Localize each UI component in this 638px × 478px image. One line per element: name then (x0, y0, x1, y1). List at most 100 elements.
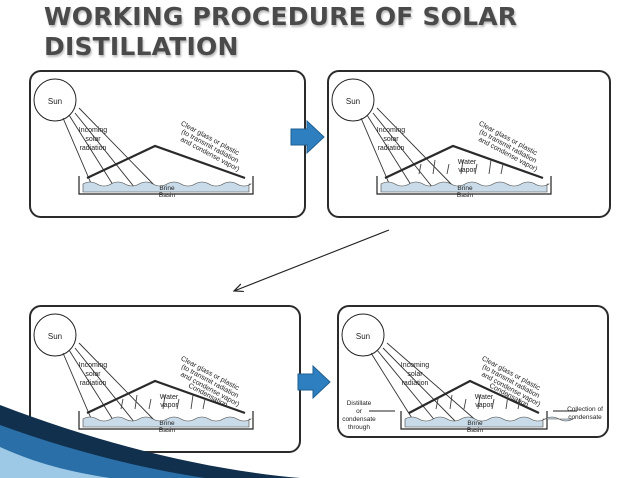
vapor-arrow (202, 398, 206, 410)
glass-cover (86, 379, 246, 415)
vapor-arrow (418, 163, 422, 175)
right-arrow-icon (297, 364, 331, 400)
vapor-arrow (134, 394, 138, 410)
collection-label: condensate (568, 414, 602, 421)
sun-label: Sun (48, 97, 62, 106)
brine-water (380, 181, 551, 193)
distillate-outlet-label: Distillate (347, 400, 372, 407)
basin-outline (78, 176, 254, 195)
still-diagram: SunIncomingsolarradiationBrineBasinClear… (331, 78, 552, 199)
sun-label: Sun (346, 97, 360, 106)
incoming-radiation-label: Incoming (79, 362, 108, 369)
slide-title-line-2: DISTILLATION (44, 32, 239, 61)
incoming-radiation-label: solar (85, 136, 101, 143)
diagonal-arrow (234, 229, 390, 291)
ribbon-mid-stripe (0, 425, 205, 478)
still-diagram: SunIncomingsolarradiationBrineBasinClear… (341, 313, 603, 434)
brine-water (404, 416, 575, 428)
incoming-radiation-label: Incoming (377, 127, 406, 134)
incoming-radiation-label: radiation (80, 145, 107, 152)
water-vapor-label: vapor (160, 402, 178, 409)
distillate-outlet-label: or (356, 408, 363, 415)
solar-ray (78, 107, 158, 189)
solar-ray (370, 352, 416, 424)
brine-basin-label: Basin (159, 427, 176, 434)
solar-ray (376, 107, 456, 189)
brine-basin-label: Brine (457, 185, 473, 192)
vapor-arrow (449, 394, 453, 410)
vapor-arrow (120, 398, 124, 410)
sun-label: Sun (48, 332, 62, 341)
solar-ray (386, 342, 480, 424)
vapor-arrow (505, 394, 509, 410)
solar-ray (78, 342, 158, 424)
solar-ray (376, 349, 438, 424)
brine-basin-label: Brine (159, 185, 175, 192)
vapor-arrow (176, 398, 180, 410)
basin-outline (78, 411, 254, 430)
incoming-radiation-label: solar (407, 371, 423, 378)
sun-label: Sun (356, 332, 370, 341)
still-diagram: SunIncomingsolarradiationBrineBasinClear… (33, 78, 254, 199)
vapor-arrow (491, 398, 495, 410)
solar-ray (372, 112, 434, 189)
glass-cover (86, 144, 246, 180)
vapor-arrow (460, 159, 464, 175)
vapor-arrow (162, 394, 166, 410)
water-vapor-label: vapor (458, 167, 476, 174)
vapor-arrow (148, 398, 152, 410)
brine-water (82, 416, 253, 428)
still-diagram: SunIncomingsolarradiationBrineBasinClear… (33, 313, 254, 434)
water-vapor-label: vapor (475, 402, 493, 409)
solar-ray (68, 349, 116, 424)
vapor-arrow (446, 163, 450, 175)
brine-basin-label: Brine (467, 420, 483, 427)
basin-outline (400, 411, 548, 430)
collection-label: Collection of (567, 406, 603, 413)
brine-basin-label: Basin (457, 192, 474, 199)
water-vapor-label: Water (160, 394, 179, 401)
vapor-arrow (500, 163, 504, 175)
basin-outline (376, 176, 552, 195)
solar-ray (74, 347, 136, 424)
vapor-arrow (435, 398, 439, 410)
sun-icon (33, 313, 77, 357)
glass-cover (408, 379, 540, 414)
vapor-arrow (517, 398, 521, 410)
incoming-radiation-label: Incoming (401, 362, 430, 369)
vapor-arrow (190, 394, 194, 410)
vapor-arrow (474, 163, 478, 175)
solar-ray (74, 112, 136, 189)
slide-title: WORKING PROCEDURE OF SOLAR DISTILLATION (44, 2, 517, 62)
ribbon-light-stripe (0, 447, 110, 478)
brine-basin-label: Brine (159, 420, 175, 427)
brine-basin-label: Basin (467, 427, 484, 434)
vapor-arrow (477, 394, 481, 410)
distillate-outlet-label: through (348, 424, 370, 431)
solar-ray (68, 114, 116, 189)
water-vapor-label: Water (458, 159, 477, 166)
sun-icon (33, 78, 77, 122)
incoming-radiation-label: radiation (402, 380, 429, 387)
distillate-outlet-label: condensate (342, 416, 376, 423)
brine-basin-label: Basin (159, 192, 176, 199)
water-vapor-label: Water (475, 394, 494, 401)
incoming-radiation-label: Incoming (79, 127, 108, 134)
slide-title-line-1: WORKING PROCEDURE OF SOLAR (44, 2, 518, 31)
incoming-radiation-label: radiation (80, 380, 107, 387)
vapor-arrow (463, 398, 467, 410)
diagram-group: SunIncomingsolarradiationBrineBasinClear… (331, 78, 552, 199)
right-arrow-icon (290, 119, 325, 155)
incoming-radiation-label: radiation (378, 145, 405, 152)
glass-cover (384, 144, 544, 180)
vapor-arrow (488, 159, 492, 175)
incoming-radiation-label: solar (383, 136, 399, 143)
sun-icon (331, 78, 375, 122)
brine-water (82, 181, 253, 193)
